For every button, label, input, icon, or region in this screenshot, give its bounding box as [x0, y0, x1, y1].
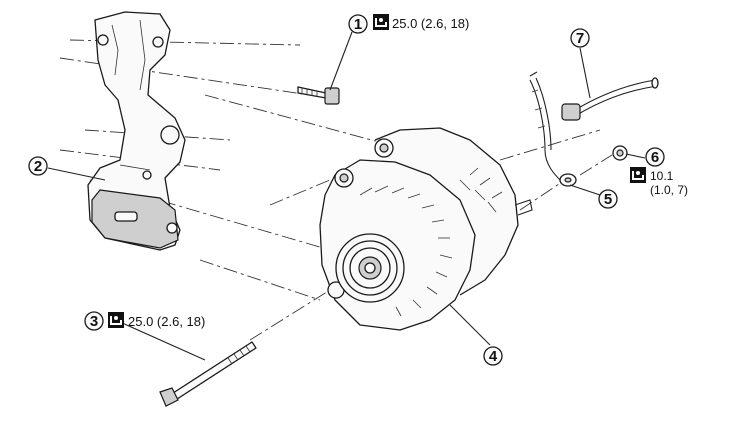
callout-5: 5 [598, 189, 618, 209]
wiring-harness [529, 71, 659, 183]
callout-6-torque-line1: 10.1 [650, 169, 674, 183]
callout-3: 3 25.0 (2.6, 18) [84, 311, 205, 331]
callout-1-number: 1 [354, 16, 362, 33]
callout-6-number: 6 [651, 149, 659, 166]
callout-4-number: 4 [489, 348, 498, 365]
torque-wrench-icon [630, 167, 646, 183]
callout-6-torque-line2: (1.0, 7) [650, 183, 688, 197]
callout-1-torque: 25.0 (2.6, 18) [392, 16, 469, 31]
terminal-eyelet [559, 173, 577, 187]
callout-3-number: 3 [90, 313, 98, 330]
torque-wrench-icon [108, 312, 124, 328]
callout-7: 7 [570, 28, 590, 48]
leader-lines [47, 31, 646, 361]
lower-bolt [159, 341, 257, 407]
callout-7-number: 7 [576, 30, 584, 47]
torque-wrench-icon [373, 14, 389, 30]
callout-6: 6 10.1 (1.0, 7) [630, 147, 688, 197]
callout-4: 4 [483, 346, 503, 366]
alternator [319, 127, 533, 331]
terminal-nut [612, 145, 628, 161]
callout-1-circle [348, 14, 368, 34]
callout-3-torque: 25.0 (2.6, 18) [128, 314, 205, 329]
callout-2: 2 [28, 156, 48, 176]
callout-5-number: 5 [604, 191, 612, 208]
callout-2-number: 2 [34, 158, 42, 175]
alternator-bracket [87, 11, 186, 251]
callout-1: 1 25.0 (2.6, 18) [348, 14, 469, 34]
upper-bolt [297, 86, 340, 105]
